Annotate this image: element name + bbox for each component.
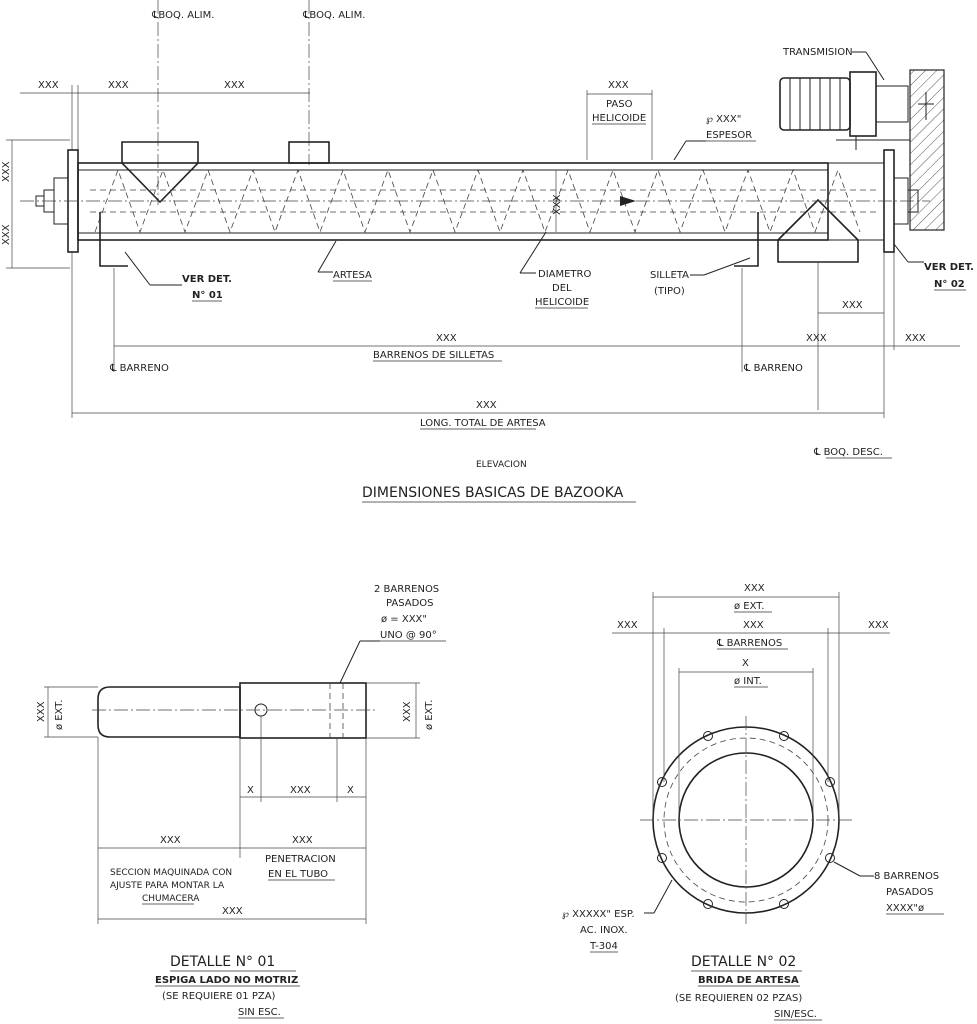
dim-x-2: X [347,785,354,796]
label-phi-int: ø INT. [734,676,762,687]
dim-xxx-mid: XXX [290,785,311,796]
label-n01: N° 01 [192,290,223,301]
label-espesor: ESPESOR [706,130,752,141]
label-pl-esp: ℘ XXXXX" ESP. [562,909,635,920]
label-t304: T-304 [589,941,618,952]
bolt-holes [657,731,835,909]
label-seccion-3: CHUMACERA [142,894,200,904]
support-wall [909,69,945,231]
label-seccion-1: SECCION MAQUINADA CON [110,868,232,878]
label-phi-ext-2: ø EXT. [424,700,435,730]
detail-01-title: DETALLE N° 01 [170,954,275,970]
label-helicoide: HELICOIDE [592,113,646,124]
outlet-discharge [777,198,859,263]
dim-helicoide: XXX [552,194,563,215]
label-elevacion: ELEVACION [476,460,527,470]
label-phi-ext-3: ø EXT. [734,601,764,612]
dim-penetracion: XXX [292,835,313,846]
label-seccion-2: AJUSTE PARA MONTAR LA [110,881,225,891]
dim-paso: XXX [608,80,629,91]
label-artesa: ARTESA [333,270,372,281]
dim-top-2: XXX [108,80,129,91]
dim-seccion: XXX [160,835,181,846]
label-silleta: SILLETA [650,270,689,281]
label-phi-ext-1: ø EXT. [54,700,65,730]
label-boq-desc: ℄ BOQ. DESC. [813,447,883,458]
detail-01-scale: SIN ESC. [238,1007,281,1018]
label-tipo: (TIPO) [654,286,685,297]
main-title: DIMENSIONES BASICAS DE BAZOOKA [362,485,624,501]
label-cl-boq-alim-1: ℄BOQ. ALIM. [151,10,214,21]
dim-right-3: XXX [905,333,926,344]
dim-tube-dia: XXX [402,701,413,722]
spigot-shaft [97,686,241,738]
detail-02: XXX ø EXT. XXX XXX XXX ℄ BARRENOS X ø IN… [562,583,944,1021]
drive-motor [779,71,910,150]
label-helicoide-2: HELICOIDE [535,297,589,308]
inlet-hopper-1 [121,141,199,204]
dim-total: XXX [476,400,497,411]
label-pl-xxx: ℘ XXX" [706,114,741,125]
dim-left-2: XXX [1,224,12,245]
dim-left-1: XXX [1,161,12,182]
label-phi-xxx: ø = XXX" [381,614,427,625]
label-xxxx-phi: XXXX"ø [886,903,924,914]
saddle-right [734,212,759,267]
label-pasados: PASADOS [386,598,434,609]
elevation-view: ℄BOQ. ALIM. ℄BOQ. ALIM. XXX XXX XXX [1,0,974,503]
dim-int: X [742,658,749,669]
dim-top-3: XXX [224,80,245,91]
dim-barrenos-cl: XXX [743,620,764,631]
label-del: DEL [552,283,572,294]
label-transmision: TRANSMISION [782,47,853,58]
detail-02-scale: SIN/ESC. [774,1009,817,1020]
dim-x-1: X [247,785,254,796]
flow-arrow [620,196,636,206]
trough-body [77,162,829,241]
label-cl-boq-alim-2: ℄BOQ. ALIM. [302,10,365,21]
label-barrenos-cl: ℄ BARRENOS [716,638,782,649]
inlet-2 [288,141,330,164]
helical-flight [94,168,861,234]
label-n02: N° 02 [934,279,965,290]
dim-right-1: XXX [842,300,863,311]
label-ver-det-2: VER DET. [924,262,974,273]
dim-ext: XXX [744,583,765,594]
label-en-tubo: EN EL TUBO [268,869,328,880]
label-penetracion: PENETRACION [265,854,336,865]
label-8-barrenos: 8 BARRENOS [874,871,939,882]
detail-01: 2 BARRENOS PASADOS ø = XXX" UNO @ 90° XX… [36,584,446,1019]
dim-flange-left: XXX [617,620,638,631]
label-ver-det-1: VER DET. [182,274,232,285]
label-uno-90: UNO @ 90° [380,630,437,641]
label-pasados-2: PASADOS [886,887,934,898]
dim-barrenos: XXX [436,333,457,344]
label-ac-inox: AC. INOX. [580,925,628,936]
dim-top-1: XXX [38,80,59,91]
dim-flange-right: XXX [868,620,889,631]
dim-total-spigot: XXX [222,906,243,917]
label-long-total: LONG. TOTAL DE ARTESA [420,418,546,429]
saddle-left [99,212,128,267]
detail-01-req: (SE REQUIERE 01 PZA) [162,991,276,1002]
detail-02-title: DETALLE N° 02 [691,954,796,970]
label-barreno-2: ℄ BARRENO [743,363,803,374]
dim-right-2: XXX [806,333,827,344]
label-barrenos-silletas: BARRENOS DE SILLETAS [373,350,494,361]
dim-shaft-dia: XXX [36,701,47,722]
detail-02-req: (SE REQUIEREN 02 PZAS) [675,993,802,1004]
label-barreno-1: ℄ BARRENO [109,363,169,374]
spigot-tube [239,682,367,739]
detail-02-subtitle: BRIDA DE ARTESA [698,975,799,986]
label-2-barrenos: 2 BARRENOS [374,584,439,595]
label-diametro: DIAMETRO [538,269,591,280]
label-paso: PASO [606,99,633,110]
detail-01-subtitle: ESPIGA LADO NO MOTRIZ [155,975,298,986]
